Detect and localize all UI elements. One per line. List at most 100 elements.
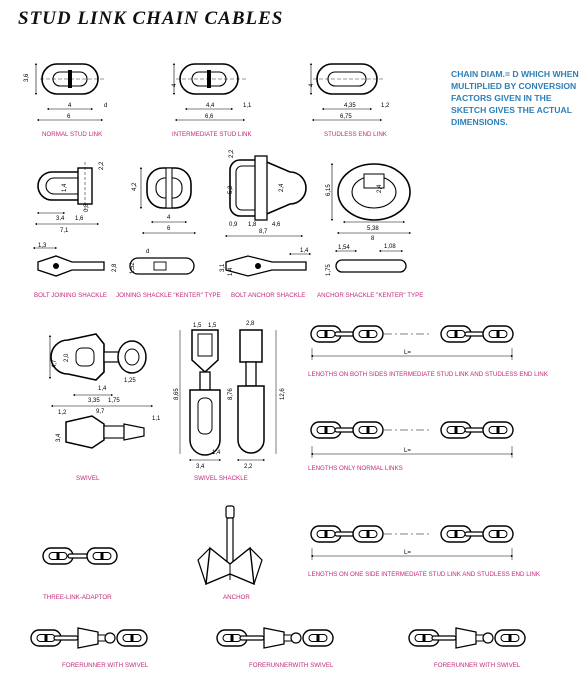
- normal-stud-link-drawing: [34, 62, 106, 122]
- caption-bolt-joining-shackle: BOLT JOINING SHACKLE: [34, 292, 108, 299]
- page-title: STUD LINK CHAIN CABLES: [18, 8, 284, 29]
- forerunner-1-drawing: [30, 627, 148, 649]
- caption-swivel: SWIVEL: [76, 475, 100, 482]
- dim-kenter-anchor-b: 2,4: [377, 184, 383, 193]
- dim-bolt-anchor-h: 8,7: [259, 229, 268, 235]
- caption-three-link-adaptor: THREE-LINK-ADAPTOR: [43, 594, 112, 601]
- dim-bolt-joining-a: 2,2: [99, 161, 105, 170]
- dim-kenter-joining-c: 6: [167, 226, 171, 232]
- dim-normal-w1: 4: [68, 103, 72, 109]
- dim-length-both: L=: [404, 350, 411, 356]
- dim-intermediate-w2: 6,6: [205, 114, 214, 120]
- dim-bolt-joining-e: 1,6: [75, 216, 84, 222]
- dim-swivel-h: 9,7: [96, 409, 105, 415]
- dim-side-b: 2,8: [112, 263, 118, 272]
- caption-forerunner-3: FORERUNNER WITH SWIVEL: [434, 662, 521, 669]
- dim-studless-w2: 6,75: [340, 114, 352, 120]
- dim-kenter-joining-b: 4: [167, 215, 171, 221]
- dim-kenter-anchor-a: 6,15: [326, 184, 332, 196]
- bolt-anchor-shackle-drawing: [224, 155, 307, 238]
- dim-bolt-anchor-g: 4,6: [272, 222, 281, 228]
- dim-intermediate-h: 4: [172, 83, 178, 87]
- dim-side-a: 1,3: [38, 243, 47, 249]
- caption-lengths-only-normal: LENGTHS ONLY NORMAL LINKS: [308, 465, 403, 472]
- dim-swivel-b: 2,0: [64, 353, 70, 362]
- dim-bolt-anchor-a: 2,2: [229, 149, 235, 158]
- three-link-adaptor-drawing: [42, 547, 118, 565]
- dim-swivel-k: 3,4: [56, 433, 62, 442]
- studless-end-link-drawing: [309, 62, 385, 122]
- dim-swivel-shackle-i: 2,2: [244, 464, 253, 470]
- forerunner-2-drawing: [216, 627, 334, 649]
- caption-forerunner-1: FORERUNNER WITH SWIVEL: [62, 662, 149, 669]
- caption-normal-stud-link: NORMAL STUD LINK: [42, 131, 103, 138]
- caption-bolt-anchor-shackle: BOLT ANCHOR SHACKLE: [231, 292, 306, 299]
- caption-anchor: ANCHOR: [223, 594, 250, 601]
- dim-swivel-shackle-f: 8,76: [228, 388, 234, 400]
- dim-side-h: 1,54: [338, 245, 350, 251]
- caption-swivel-shackle: SWIVEL SHACKLE: [194, 475, 248, 482]
- dim-swivel-shackle-j: 1,4: [212, 450, 221, 456]
- dim-swivel-shackle-a: 1,5: [193, 323, 202, 329]
- chain-lengths-only-normal: [310, 422, 514, 458]
- kenter-joining-shackle-drawing: [139, 166, 197, 235]
- dim-side-d: d: [146, 249, 149, 255]
- dim-swivel-shackle-g: 12,6: [280, 388, 286, 400]
- caption-forerunner-2: FORERUNNERWITH SWIVEL: [249, 662, 334, 669]
- forerunner-3-drawing: [408, 627, 526, 649]
- dim-bolt-anchor-f: 1,8: [248, 222, 257, 228]
- dim-intermediate-d: 1,1: [243, 103, 252, 109]
- dim-swivel-i: 1,2: [58, 410, 67, 416]
- dim-side-i: 1,08: [384, 244, 396, 250]
- intermediate-stud-link-drawing: [172, 62, 246, 122]
- kenter-anchor-shackle-drawing: [330, 162, 412, 235]
- dim-length-normal: L=: [404, 448, 411, 454]
- caption-joining-shackle-kenter: JOINING SHACKLE "KENTER" TYPE: [116, 292, 221, 299]
- dim-bolt-anchor-c: 2,4: [279, 183, 285, 192]
- dim-kenter-joining-a: 4,2: [132, 182, 138, 191]
- dim-bolt-joining-f: 0,8: [84, 203, 90, 212]
- caption-lengths-one-side: LENGTHS ON ONE SIDE INTERMEDIATE STUD LI…: [308, 571, 540, 578]
- dim-kenter-anchor-c: 5,38: [367, 226, 379, 232]
- dim-normal-w2: 6: [67, 114, 71, 120]
- dim-side-c: 1,52: [130, 262, 136, 274]
- anchor-drawing: [197, 505, 263, 586]
- dim-normal-d: d: [104, 103, 107, 109]
- dim-bolt-anchor-e: 0,9: [229, 222, 238, 228]
- chain-lengths-one-side: [310, 526, 514, 560]
- dim-swivel-g: 1,75: [108, 398, 120, 404]
- bolt-joining-shackle-drawing: [34, 162, 100, 226]
- chain-lengths-both-sides: [310, 326, 514, 360]
- shackle-side-views: [32, 246, 407, 277]
- swivel-shackle-drawing: [179, 329, 277, 462]
- dim-swivel-e: 1,25: [124, 378, 136, 384]
- caption-anchor-shackle-kenter: ANCHOR SHACKLE "KENTER" TYPE: [317, 292, 424, 299]
- dim-swivel-a: 4,7: [52, 359, 58, 368]
- dim-swivel-shackle-b: 1,5: [208, 323, 217, 329]
- dim-swivel-f: 3,35: [88, 398, 100, 404]
- dim-swivel-shackle-h: 3,4: [196, 464, 205, 470]
- dim-side-e: 3,1: [220, 263, 226, 272]
- caption-intermediate-stud-link: INTERMEDIATE STUD LINK: [172, 131, 252, 138]
- dim-studless-w1: 4,35: [344, 103, 356, 109]
- dim-bolt-joining-b: 1,4: [62, 183, 68, 192]
- dim-length-one-side: L=: [404, 550, 411, 556]
- dim-kenter-anchor-e: 8: [371, 236, 375, 242]
- dim-bolt-joining-c: 3,4: [56, 216, 65, 222]
- dim-side-j: 1,75: [326, 264, 332, 276]
- dim-side-g: 1,4: [300, 248, 309, 254]
- swivel-drawing: [48, 333, 154, 449]
- dim-normal-h: 3,6: [24, 73, 30, 82]
- dim-swivel-c: 1,4: [98, 386, 107, 392]
- dim-side-f: 1,4: [228, 267, 234, 276]
- dim-bolt-anchor-b: 5,2: [228, 185, 234, 194]
- dim-studless-d: 1,2: [381, 103, 390, 109]
- dim-swivel-shackle-e: 8,65: [174, 388, 180, 400]
- dim-studless-h: 4: [309, 83, 315, 87]
- conversion-note: CHAIN DIAM.= D WHICH WHEN MULTIPLIED BY …: [451, 69, 579, 127]
- dim-bolt-joining-g: 7,1: [60, 228, 69, 234]
- caption-lengths-both-sides: LENGTHS ON BOTH SIDES INTERMEDIATE STUD …: [308, 371, 548, 378]
- dim-swivel-shackle-c: 2,8: [246, 321, 255, 327]
- dim-intermediate-w1: 4,4: [206, 103, 215, 109]
